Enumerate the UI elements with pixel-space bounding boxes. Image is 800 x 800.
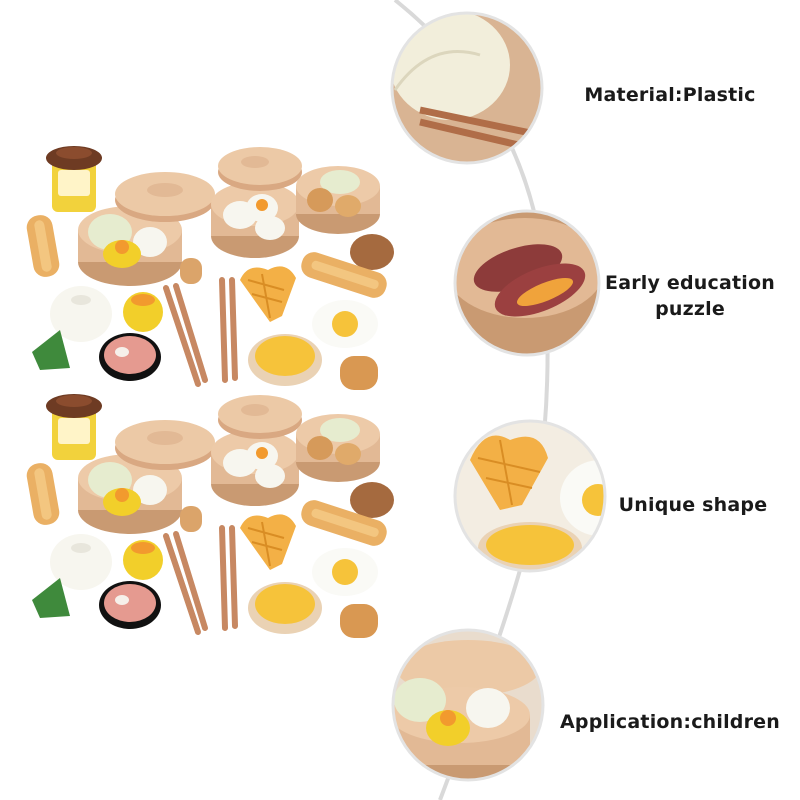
feature-label-line: Material:Plastic (584, 84, 756, 106)
feature-label-line: Application:children (560, 711, 780, 733)
feature-label-line: Early education (605, 272, 775, 294)
feature-label-education: Early education puzzle (600, 270, 780, 322)
feature-label-line: Unique shape (618, 494, 768, 516)
detail-circle-sweet-potato (453, 209, 601, 357)
feature-label-shape: Unique shape (612, 492, 774, 518)
feature-label-material: Material:Plastic (570, 82, 770, 108)
detail-circle-shapes (453, 419, 607, 573)
feature-label-application: Application:children (560, 709, 780, 735)
detail-circle-steamer (391, 628, 545, 782)
detail-circle-dumpling (390, 11, 544, 165)
sweet-potato-icon (455, 218, 599, 318)
feature-label-line: puzzle (655, 298, 725, 320)
